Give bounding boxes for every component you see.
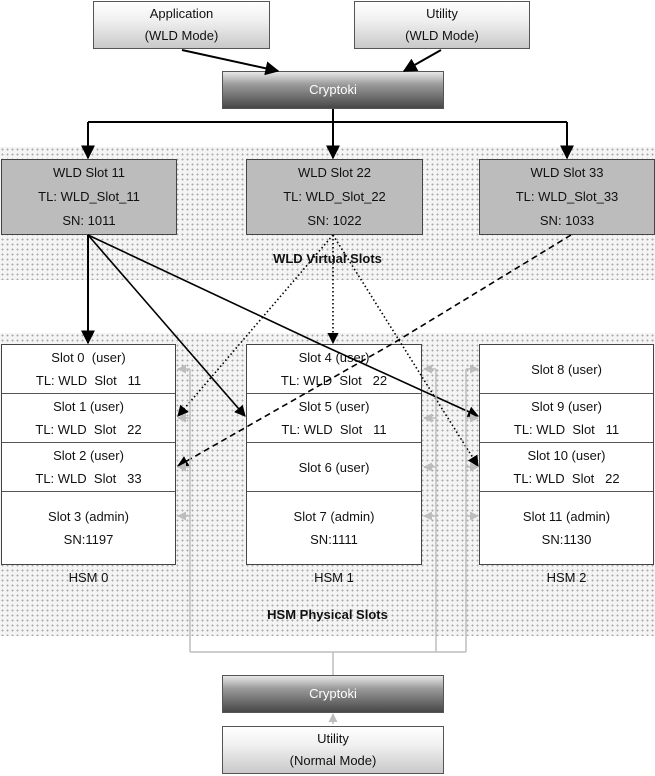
slot-serial: SN:1111 <box>310 532 358 547</box>
slot-token-label: TL: WLD Slot 11 <box>513 422 620 437</box>
slot-label: Slot 9 (user) <box>531 399 602 414</box>
slot-token-label: TL: WLD Slot 11 <box>35 373 142 388</box>
wld22-to-slot1-arrow <box>177 234 334 417</box>
utility-wld-label: Utility <box>426 6 458 21</box>
wld-slot-token-label: TL: WLD_Slot_11 <box>38 189 140 204</box>
slot-serial: SN:1130 <box>541 532 592 547</box>
utility-normal-mode: (Normal Mode) <box>289 753 377 768</box>
application-mode: (WLD Mode) <box>144 28 219 43</box>
hsm-1: Slot 4 (user) TL: WLD Slot 22 Slot 5 (us… <box>246 344 422 565</box>
wld-slot-serial: SN: 1033 <box>539 213 595 228</box>
hsm-slot-9: Slot 9 (user) TL: WLD Slot 11 <box>480 394 653 443</box>
slot-label: Slot 6 (user) <box>298 459 370 475</box>
wld-slot-33: WLD Slot 33 TL: WLD_Slot_33 SN: 1033 <box>479 159 655 235</box>
utility-wld-mode: (WLD Mode) <box>405 28 479 43</box>
utility-wld-box: Utility (WLD Mode) <box>354 1 530 49</box>
cryptoki-top-label: Cryptoki <box>309 82 357 97</box>
hsm-slot-5: Slot 5 (user) TL: WLD Slot 11 <box>247 394 421 443</box>
slot-label: Slot 2 (user) <box>53 448 124 463</box>
slot-label: Slot 1 (user) <box>53 399 124 414</box>
wld-slot-name: WLD Slot 33 <box>530 165 604 180</box>
utility-to-cryptoki-arrow <box>402 49 442 72</box>
slot-token-label: TL: WLD Slot 33 <box>35 471 142 486</box>
hsm-slot-2: Slot 2 (user) TL: WLD Slot 33 <box>2 443 175 492</box>
slot-token-label: TL: WLD Slot 22 <box>513 471 620 486</box>
wld22-to-slot10-arrow <box>332 234 479 467</box>
slot-label: Slot 3 (admin) <box>48 509 129 524</box>
slot-label: Slot 10 (user) <box>527 448 606 463</box>
cryptoki-bottom-label: Cryptoki <box>309 686 357 701</box>
wld-slot-token-label: TL: WLD_Slot_22 <box>283 189 386 204</box>
wld-slot-token-label: TL: WLD_Slot_33 <box>515 189 619 204</box>
cryptoki-bottom-box: Cryptoki <box>222 675 444 713</box>
wld-slot-22: WLD Slot 22 TL: WLD_Slot_22 SN: 1022 <box>246 159 423 235</box>
hsm-physical-slots-title: HSM Physical Slots <box>267 607 388 622</box>
slot-label: Slot 8 (user) <box>531 361 602 377</box>
hsm-0-label: HSM 0 <box>68 570 109 585</box>
wld-slot-name: WLD Slot 22 <box>298 165 371 180</box>
hsm-1-label: HSM 1 <box>314 570 354 585</box>
hsm-slot-0: Slot 0 (user) TL: WLD Slot 11 <box>2 345 175 394</box>
wld-virtual-slots-title: WLD Virtual Slots <box>273 251 382 266</box>
slot-serial: SN:1197 <box>63 532 114 547</box>
wld-slot-serial: SN: 1022 <box>307 213 362 228</box>
wld11-to-slot5-arrow <box>87 234 246 417</box>
hsm-slot-3: Slot 3 (admin) SN:1197 <box>2 492 175 564</box>
utility-normal-box: Utility (Normal Mode) <box>222 726 444 774</box>
application-box: Application (WLD Mode) <box>93 1 270 49</box>
slot-label: Slot 7 (admin) <box>293 509 375 524</box>
wld33-to-slot2-arrow <box>177 234 572 467</box>
hsm-2: Slot 8 (user) Slot 9 (user) TL: WLD Slot… <box>479 344 654 565</box>
application-label: Application <box>149 6 214 21</box>
hsm-slot-10: Slot 10 (user) TL: WLD Slot 22 <box>480 443 653 492</box>
hsm-slot-11: Slot 11 (admin) SN:1130 <box>480 492 653 564</box>
slot-label: Slot 11 (admin) <box>522 509 611 524</box>
app-to-cryptoki-arrow <box>181 49 280 76</box>
slot-token-label: TL: WLD Slot 11 <box>281 422 387 437</box>
slot-label: Slot 5 (user) <box>298 399 370 414</box>
slot-label: Slot 0 (user) <box>51 350 126 365</box>
hsm-slot-8: Slot 8 (user) <box>480 345 653 394</box>
wld-slot-serial: SN: 1011 <box>62 213 116 228</box>
slot-token-label: TL: WLD Slot 22 <box>35 422 142 437</box>
hsm-2-label: HSM 2 <box>546 570 587 585</box>
normal-mode-connectors <box>177 364 479 724</box>
hsm-0: Slot 0 (user) TL: WLD Slot 11 Slot 1 (us… <box>1 344 176 565</box>
hsm-slot-7: Slot 7 (admin) SN:1111 <box>247 492 421 564</box>
cryptoki-top-box: Cryptoki <box>222 71 444 109</box>
wld-slot-name: WLD Slot 11 <box>52 165 125 180</box>
hsm-slot-6: Slot 6 (user) <box>247 443 421 492</box>
hsm-slot-4: Slot 4 (user) TL: WLD Slot 22 <box>247 345 421 394</box>
hsm-slot-1: Slot 1 (user) TL: WLD Slot 22 <box>2 394 175 443</box>
slot-token-label: TL: WLD Slot 22 <box>280 373 388 388</box>
wld11-to-slot9-arrow <box>87 234 480 417</box>
wld-slot-11: WLD Slot 11 TL: WLD_Slot_11 SN: 1011 <box>1 159 177 235</box>
utility-normal-label: Utility <box>317 731 349 746</box>
